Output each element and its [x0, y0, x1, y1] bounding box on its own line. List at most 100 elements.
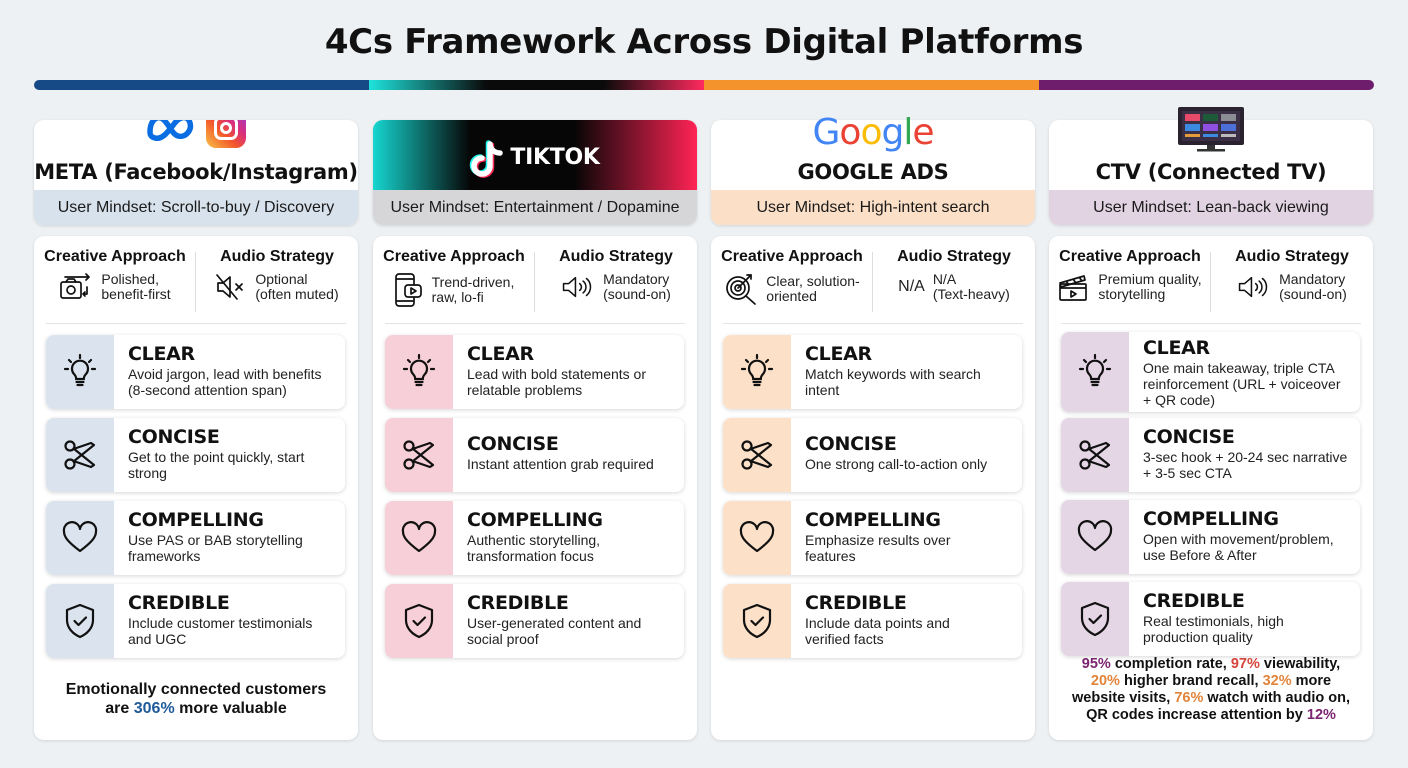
audio-strategy-text: N/A(Text-heavy) [932, 271, 1010, 302]
page-title: 4Cs Framework Across Digital Platforms [324, 22, 1084, 62]
user-mindset: User Mindset: Entertainment / Dopamine [373, 190, 697, 225]
heart-icon [737, 518, 777, 558]
creative-approach: Creative Approach Premium quality,storyt… [1049, 246, 1211, 324]
audio-strategy: Audio Strategy Mandatory(sound-on) [535, 246, 697, 324]
platform-body: Creative Approach Trend-driven,raw, lo-f… [373, 236, 697, 740]
camera-switch-icon [60, 273, 91, 299]
google-letter: g [881, 112, 904, 153]
audio-strategy: Audio Strategy Optional (often muted) [196, 246, 358, 324]
pillar-title: CONCISE [1143, 426, 1235, 448]
pillar-title: CLEAR [1143, 337, 1210, 359]
heart-icon [1075, 517, 1115, 557]
not-applicable-icon: N/A [898, 278, 925, 295]
pillar-description: 3-sec hook + 20-24 sec narrative+ 3-5 se… [1143, 449, 1348, 481]
google-letter: G [812, 112, 841, 153]
pillar-title: CONCISE [805, 433, 897, 455]
audio-strategy-heading: Audio Strategy [559, 248, 673, 265]
audio-strategy-heading: Audio Strategy [897, 248, 1011, 265]
creative-approach-heading: Creative Approach [1059, 248, 1201, 265]
instagram-logo-icon [206, 120, 246, 148]
pillar-title: CREDIBLE [467, 592, 569, 614]
platform-body: Creative Approach Premium quality,storyt… [1049, 236, 1373, 740]
scissors-icon [1075, 435, 1115, 475]
pillar-title: COMPELLING [1143, 508, 1279, 530]
divider [46, 323, 346, 324]
pillar-description: Avoid jargon, lead with benefits(8-secon… [128, 366, 322, 398]
heart-icon [60, 518, 100, 558]
meta-logo-icon [147, 120, 194, 142]
creative-approach-heading: Creative Approach [721, 248, 863, 265]
scissors-icon [60, 435, 100, 475]
color-segment-meta [34, 80, 369, 90]
pillar-card-compelling: COMPELLING Authentic storytelling,transf… [385, 501, 684, 575]
pillar-description: Instant attention grab required [467, 456, 654, 472]
stat-website-visits: 32% [1262, 673, 1292, 689]
scissors-icon [737, 435, 777, 475]
user-mindset: User Mindset: Scroll-to-buy / Discovery [34, 190, 358, 225]
pillar-title: CREDIBLE [128, 592, 230, 614]
pillar-title: CREDIBLE [805, 592, 907, 614]
pillar-title: CLEAR [128, 343, 195, 365]
meta-footer-stat: Emotionally connected customers are 306%… [65, 681, 327, 717]
creative-approach: Creative Approach Trend-driven,raw, lo-f… [373, 246, 535, 324]
pillar-card-compelling: COMPELLING Open with movement/problem,us… [1061, 500, 1360, 574]
stat-audio-on: 76% [1174, 690, 1204, 706]
pillar-title: CONCISE [128, 426, 220, 448]
platform-color-bar [34, 80, 1374, 90]
pillar-card-concise: CONCISE One strong call-to-action only [723, 418, 1022, 492]
platform-name: TIKTOK [510, 145, 600, 170]
stat-brand-recall: 20% [1090, 673, 1120, 689]
creative-approach-text: Polished, benefit-first [101, 271, 171, 302]
lightbulb-icon [1075, 352, 1115, 392]
google-letter: e [912, 112, 934, 153]
google-letter: l [903, 112, 913, 153]
audio-strategy-text: Optional (often muted) [255, 271, 339, 302]
platform-column-tiktok: TIKTOK User Mindset: Entertainment / Dop… [373, 120, 697, 740]
pillar-title: COMPELLING [805, 509, 941, 531]
audio-strategy-heading: Audio Strategy [1235, 248, 1349, 265]
color-segment-google [704, 80, 1039, 90]
audio-strategy-text: Mandatory(sound-on) [603, 271, 671, 302]
pillar-description: Open with movement/problem,use Before & … [1143, 531, 1334, 563]
platform-header: CTV (Connected TV) User Mindset: Lean-ba… [1049, 107, 1373, 225]
audio-strategy-text: Mandatory(sound-on) [1279, 271, 1347, 302]
creative-approach: Creative Approach Polished, benefit-firs… [34, 246, 196, 324]
color-segment-tiktok [369, 80, 704, 90]
creative-approach-heading: Creative Approach [383, 248, 525, 265]
speaker-muted-icon [216, 274, 244, 300]
stat-completion-rate: 95% [1081, 656, 1111, 672]
pillar-title: COMPELLING [128, 509, 264, 531]
creative-approach-text: Premium quality,storytelling [1098, 271, 1202, 302]
creative-approach-text: Trend-driven,raw, lo-fi [431, 274, 515, 305]
tiktok-logo-icon [469, 140, 503, 178]
audio-strategy-heading: Audio Strategy [220, 248, 334, 265]
highlight-value: 306% [133, 700, 175, 717]
platform-column-meta: META (Facebook/Instagram) User Mindset: … [34, 120, 358, 740]
creative-approach: Creative Approach Clear, solution-orient… [711, 246, 873, 324]
tv-logo-icon [1178, 107, 1244, 152]
lightbulb-icon [60, 352, 100, 392]
platform-column-ctv: CTV (Connected TV) User Mindset: Lean-ba… [1049, 107, 1373, 740]
clapperboard-icon [1059, 275, 1088, 301]
lightbulb-icon [399, 352, 439, 392]
pillar-title: CLEAR [805, 343, 872, 365]
pillar-title: CLEAR [467, 343, 534, 365]
pillar-card-concise: CONCISE 3-sec hook + 20-24 sec narrative… [1061, 418, 1360, 492]
platform-column-google-ads: Google GOOGLE ADS User Mindset: High-int… [711, 112, 1035, 740]
